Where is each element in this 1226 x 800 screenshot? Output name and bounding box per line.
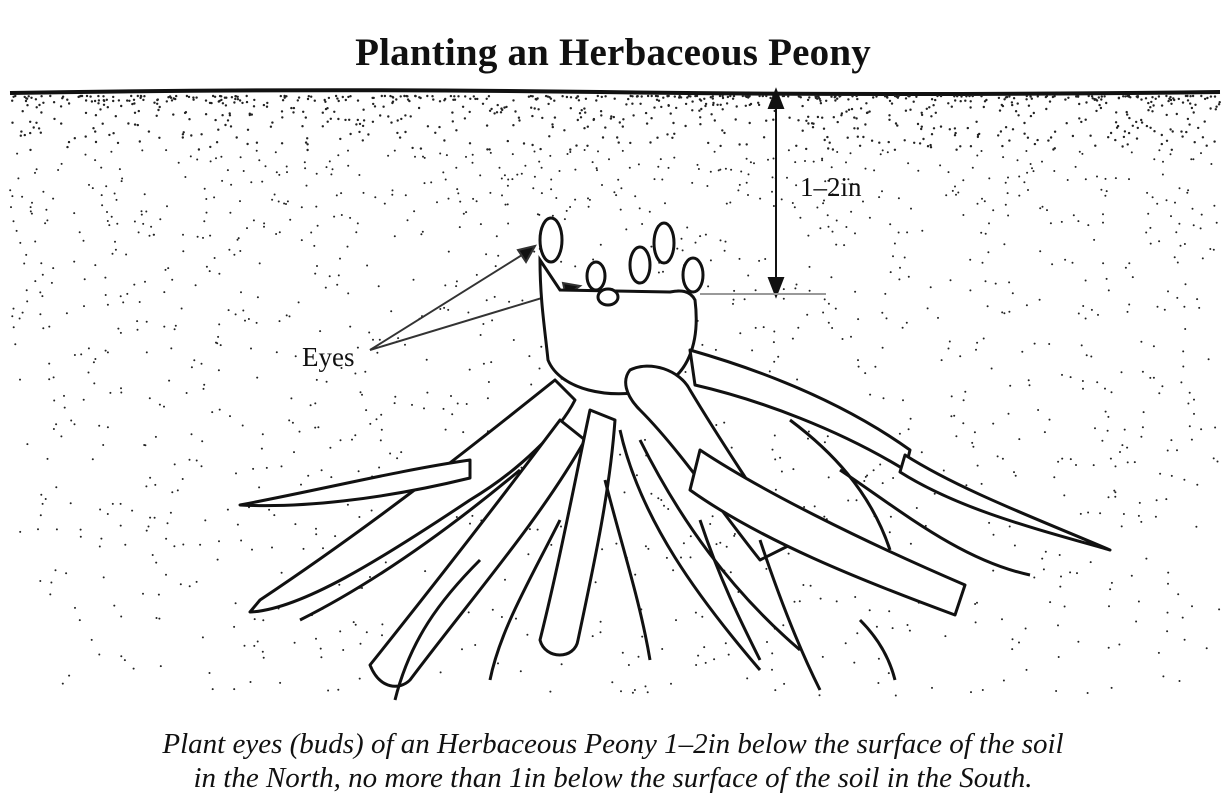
page-title: Planting an Herbaceous Peony bbox=[0, 30, 1226, 75]
soil-surface-line bbox=[10, 90, 1220, 94]
bud-eye bbox=[587, 262, 605, 290]
soil-stipple bbox=[9, 95, 1221, 697]
bud-eye bbox=[654, 223, 674, 263]
bud-eye bbox=[540, 218, 562, 262]
caption-line-2: in the North, no more than 1in below the… bbox=[0, 761, 1226, 795]
caption-line-1: Plant eyes (buds) of an Herbaceous Peony… bbox=[0, 727, 1226, 761]
bud-eye bbox=[683, 258, 703, 292]
bud-eye bbox=[630, 247, 650, 283]
peony-crown bbox=[540, 218, 703, 394]
peony-roots bbox=[240, 350, 1110, 700]
depth-label: 1–2in bbox=[800, 172, 862, 203]
eyes-label: Eyes bbox=[302, 342, 354, 373]
bud-eye bbox=[598, 289, 618, 305]
